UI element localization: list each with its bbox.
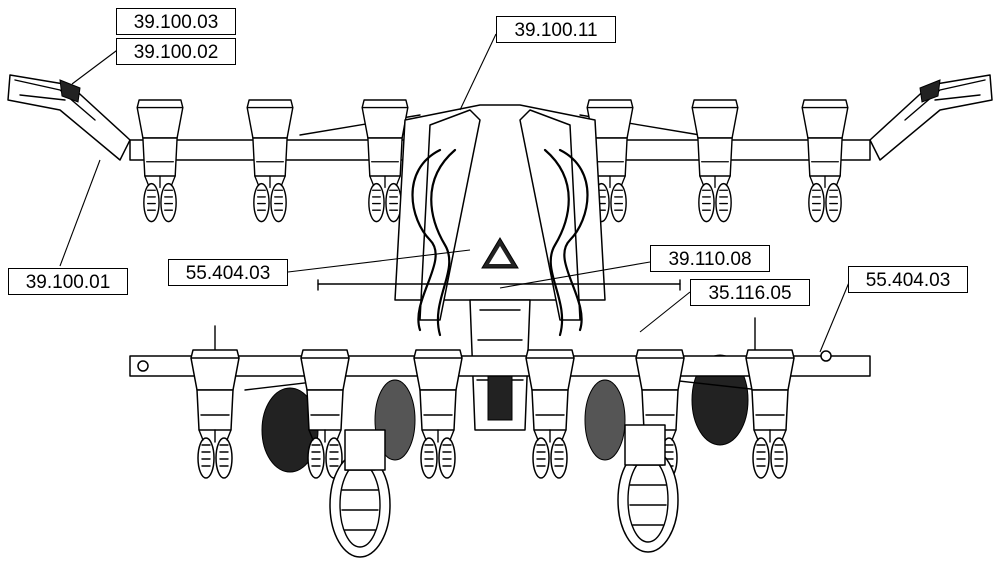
rear-row-units: GV GV GV GV GV GV xyxy=(136,99,849,223)
rear-row-unit: GV xyxy=(136,99,184,223)
front-row-unit: GV xyxy=(745,349,795,479)
callout-35-116-05[interactable]: 35.116.05 xyxy=(690,279,810,306)
center-drive-tires xyxy=(261,354,749,473)
rear-row-unit: GV xyxy=(586,99,634,223)
center-frame xyxy=(317,104,681,431)
leader-lines xyxy=(59,33,851,353)
callout-39-100-03[interactable]: 39.100.03 xyxy=(116,8,236,35)
callout-39-110-08[interactable]: 39.110.08 xyxy=(650,245,770,272)
front-row-unit: GV xyxy=(190,349,240,479)
transport-wheels xyxy=(329,424,679,558)
front-row-unit: GV xyxy=(413,349,463,479)
front-row-unit: GV xyxy=(525,349,575,479)
callout-55-404-03-right[interactable]: 55.404.03 xyxy=(848,266,968,293)
rear-row-unit: GV xyxy=(361,99,409,223)
rear-row-unit: GV xyxy=(801,99,849,223)
callout-39-100-02[interactable]: 39.100.02 xyxy=(116,38,236,65)
callout-55-404-03-center[interactable]: 55.404.03 xyxy=(168,259,288,286)
callout-39-100-01[interactable]: 39.100.01 xyxy=(8,268,128,295)
callout-39-100-11[interactable]: 39.100.11 xyxy=(496,16,616,43)
rear-row-unit: GV xyxy=(246,99,294,223)
rear-row-unit: GV xyxy=(691,99,739,223)
front-row-unit: GV xyxy=(300,349,350,479)
